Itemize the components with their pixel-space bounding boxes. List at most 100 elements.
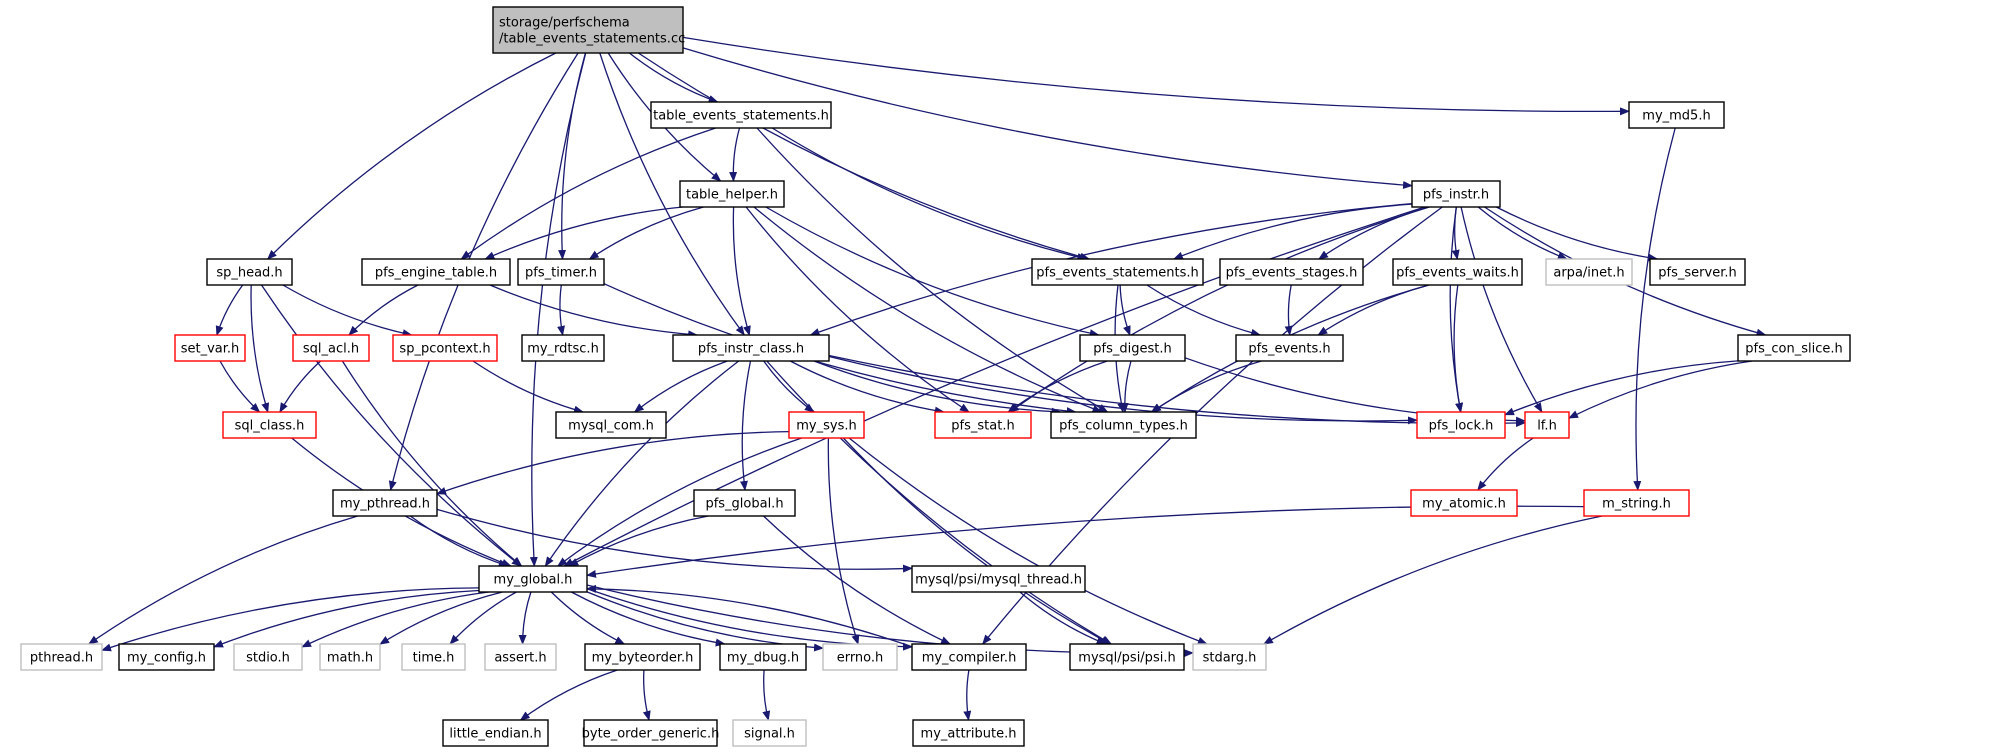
- node-pthread[interactable]: pthread.h: [20, 643, 103, 671]
- node-box: [1031, 258, 1204, 286]
- node-label: pfs_global.h: [705, 497, 783, 512]
- edge-tes_h-to-pfs_column_types: [756, 127, 1109, 413]
- node-stdio[interactable]: stdio.h: [233, 643, 303, 671]
- node-label: byte_order_generic.h: [582, 727, 720, 742]
- node-label: stdarg.h: [1203, 651, 1257, 666]
- node-box: [20, 643, 103, 671]
- node-pfs-column-types[interactable]: pfs_column_types.h: [1050, 411, 1197, 439]
- node-pfs-engine-table[interactable]: pfs_engine_table.h: [361, 258, 511, 286]
- node-box: [401, 643, 466, 671]
- node-mysql-com[interactable]: mysql_com.h: [555, 411, 667, 439]
- node-arpa-inet[interactable]: arpa/inet.h: [1545, 258, 1633, 286]
- node-set-var[interactable]: set_var.h: [174, 334, 246, 362]
- node-pfs-global[interactable]: pfs_global.h: [693, 489, 796, 517]
- node-label: sql_acl.h: [303, 342, 359, 357]
- edge-my_global-to-pthread: [101, 587, 480, 652]
- node-label: lf.h: [1537, 419, 1557, 434]
- edge-pfs_digest-to-pfs_stat: [1007, 360, 1108, 413]
- node-pfs-instr[interactable]: pfs_instr.h: [1411, 180, 1501, 208]
- node-stdarg[interactable]: stdarg.h: [1192, 643, 1267, 671]
- node-label: pthread.h: [30, 651, 93, 666]
- node-md5[interactable]: my_md5.h: [1628, 101, 1725, 129]
- edge-pfs_instr-to-arpa_inet: [1477, 206, 1568, 260]
- node-my-sys[interactable]: my_sys.h: [788, 411, 865, 439]
- edge-root-to-pfs_instr: [682, 47, 1413, 189]
- node-label: stdio.h: [246, 651, 290, 666]
- edge-root-to-pfs_instr_class: [599, 52, 745, 336]
- node-pfs-events-statements[interactable]: pfs_events_statements.h: [1031, 258, 1204, 286]
- node-pfs-events-waits[interactable]: pfs_events_waits.h: [1392, 258, 1523, 286]
- node-my-config[interactable]: my_config.h: [118, 643, 215, 671]
- node-sp-head[interactable]: sp_head.h: [206, 258, 293, 286]
- node-my-attribute[interactable]: my_attribute.h: [912, 719, 1025, 747]
- node-box: [1235, 334, 1344, 362]
- node-box: [650, 101, 832, 129]
- edge-pfs_con_slice-to-lf: [1568, 360, 1753, 419]
- node-pfs-con-slice[interactable]: pfs_con_slice.h: [1737, 334, 1851, 362]
- edge-pfs_instr-to-lf: [1460, 206, 1543, 413]
- node-sql-acl[interactable]: sql_acl.h: [292, 334, 370, 362]
- node-my-atomic[interactable]: my_atomic.h: [1410, 489, 1518, 517]
- node-label: pfs_engine_table.h: [375, 266, 497, 281]
- node-box: [1410, 489, 1518, 517]
- node-pfs-lock[interactable]: pfs_lock.h: [1416, 411, 1506, 439]
- node-byte-order-generic[interactable]: byte_order_generic.h: [582, 719, 720, 747]
- node-pfs-server[interactable]: pfs_server.h: [1649, 258, 1746, 286]
- node-my-pthread[interactable]: my_pthread.h: [332, 489, 438, 517]
- node-tes-h[interactable]: table_events_statements.h: [650, 101, 832, 129]
- node-time[interactable]: time.h: [401, 643, 466, 671]
- node-label: pfs_events_stages.h: [1226, 266, 1358, 281]
- node-box: [1524, 411, 1570, 439]
- edge-my_sys-to-errno: [827, 437, 860, 645]
- node-pfs-digest[interactable]: pfs_digest.h: [1079, 334, 1186, 362]
- node-pfs-stat[interactable]: pfs_stat.h: [934, 411, 1032, 439]
- node-label: mysql/psi/mysql_thread.h: [915, 573, 1082, 588]
- edge-my_pthread-to-mysql_thread: [436, 508, 913, 573]
- node-my-compiler[interactable]: my_compiler.h: [911, 643, 1027, 671]
- node-signal[interactable]: signal.h: [732, 719, 807, 747]
- edge-my_sys-to-psi: [842, 437, 1112, 645]
- node-little-endian[interactable]: little_endian.h: [442, 719, 549, 747]
- node-label: pfs_server.h: [1658, 266, 1736, 281]
- edge-pfs_timer-to-my_rdtsc: [557, 284, 565, 336]
- node-table-helper[interactable]: table_helper.h: [679, 180, 785, 208]
- node-pfs-timer[interactable]: pfs_timer.h: [517, 258, 605, 286]
- node-m-string[interactable]: m_string.h: [1583, 489, 1690, 517]
- node-label: signal.h: [744, 727, 795, 742]
- node-label: errno.h: [837, 651, 884, 666]
- node-box: [174, 334, 246, 362]
- node-sp-pcontext[interactable]: sp_pcontext.h: [392, 334, 498, 362]
- node-box: [555, 411, 667, 439]
- node-box: [672, 334, 830, 362]
- node-errno[interactable]: errno.h: [822, 643, 898, 671]
- edge-table_helper-to-pfs_engine_table: [484, 206, 683, 260]
- node-my-global[interactable]: my_global.h: [478, 565, 588, 593]
- edge-layer: [87, 36, 1767, 721]
- node-label: little_endian.h: [449, 727, 541, 742]
- node-pfs-instr-class[interactable]: pfs_instr_class.h: [672, 334, 830, 362]
- node-lf[interactable]: lf.h: [1524, 411, 1570, 439]
- node-math[interactable]: math.h: [319, 643, 381, 671]
- node-my-byteorder[interactable]: my_byteorder.h: [584, 643, 701, 671]
- edge-root-to-tes_h: [628, 52, 719, 103]
- edge-root-to-md5: [682, 36, 1630, 116]
- node-assert[interactable]: assert.h: [484, 643, 557, 671]
- node-psi[interactable]: mysql/psi/psi.h: [1069, 643, 1185, 671]
- node-root[interactable]: storage/perfschema/table_events_statemen…: [492, 6, 685, 54]
- edge-pfs_global-to-my_global: [568, 515, 709, 567]
- node-sql-class[interactable]: sql_class.h: [222, 411, 317, 439]
- node-my-dbug[interactable]: my_dbug.h: [719, 643, 807, 671]
- node-my-rdtsc[interactable]: my_rdtsc.h: [521, 334, 605, 362]
- node-mysql-thread[interactable]: mysql/psi/mysql_thread.h: [911, 565, 1086, 593]
- edge-my_pthread-to-my_global: [409, 515, 509, 568]
- node-layer: storage/perfschema/table_events_statemen…: [20, 6, 1851, 747]
- edge-pfs_instr-to-pfs_server: [1496, 206, 1659, 262]
- edge-pfs_instr_class-to-my_global: [544, 360, 740, 567]
- node-pfs-events-stages[interactable]: pfs_events_stages.h: [1219, 258, 1364, 286]
- edge-my_global-to-my_config: [213, 589, 480, 648]
- edge-pfs_instr_class-to-my_sys: [763, 360, 815, 413]
- node-label: pfs_events_waits.h: [1396, 266, 1519, 281]
- node-pfs-events[interactable]: pfs_events.h: [1235, 334, 1344, 362]
- edge-pfs_events_waits-to-pfs_lock: [1453, 284, 1464, 413]
- edge-pfs_engine_table-to-sql_acl: [348, 284, 419, 336]
